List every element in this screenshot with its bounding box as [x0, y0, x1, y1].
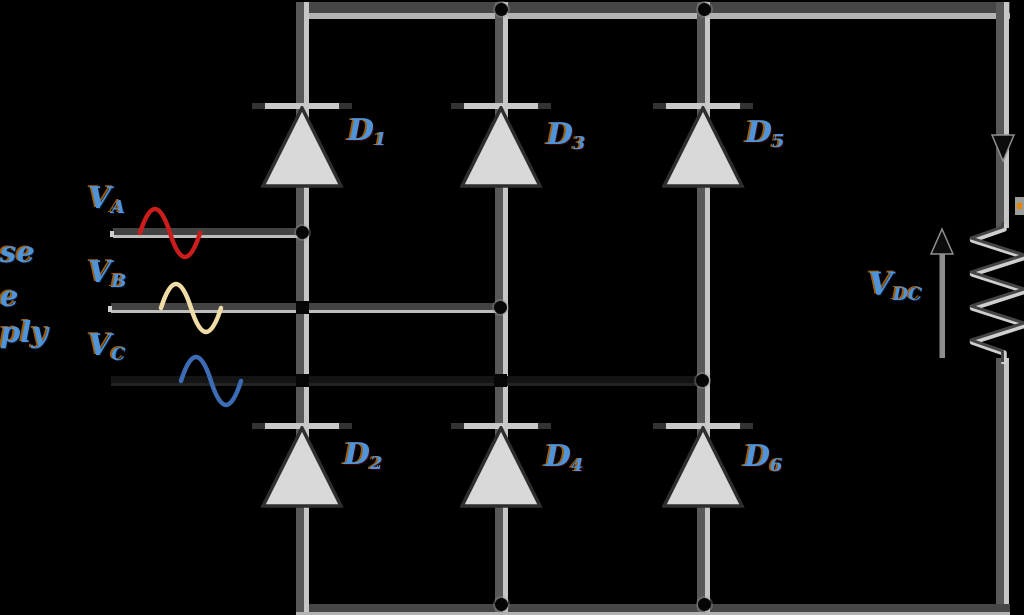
- diode-d3-symbol: [460, 106, 543, 188]
- diode-d5-label: D5: [746, 115, 785, 153]
- junction-dot-top-branch-2: [495, 3, 508, 16]
- bottom-bus-wire: [296, 604, 1010, 615]
- diode-d1-symbol: [261, 106, 344, 188]
- phase-a-sine-icon: [137, 207, 203, 259]
- supply-text-line-2: e: [0, 279, 19, 313]
- clipped-label-orange-mark: [1017, 203, 1022, 209]
- junction-dot-bottom-branch-3: [698, 598, 711, 611]
- phase-c-wire: [111, 376, 699, 386]
- load-wire-bottom: [996, 358, 1009, 604]
- phase-c-sine-icon: [178, 355, 244, 407]
- vdc-arrow-up-icon: [929, 227, 955, 358]
- current-arrow-down-icon: [990, 134, 1016, 163]
- phase-a-wire: [113, 228, 298, 238]
- clipped-resistor-label: [1015, 197, 1024, 215]
- phase-b-wire-cap: [108, 306, 112, 312]
- diode-d6-symbol: [662, 426, 745, 508]
- diode-d6-label: D6: [744, 439, 783, 477]
- phase-b-branch-1-crossing: [296, 301, 309, 314]
- supply-text-line-3: ply: [0, 315, 49, 349]
- diode-d4-label: D4: [545, 439, 584, 477]
- top-bus-wire: [296, 2, 1010, 19]
- phase-c-branch-1-crossing: [296, 374, 309, 387]
- vdc-label: VDC: [868, 265, 923, 305]
- junction-dot-phase-b: [494, 301, 507, 314]
- phase-a-wire-cap: [110, 231, 114, 237]
- junction-dot-phase-c: [696, 374, 709, 387]
- load-wire-top: [996, 2, 1009, 228]
- supply-text-line-1: se: [0, 235, 35, 269]
- diode-d4-symbol: [460, 426, 543, 508]
- diode-d1-label: D1: [348, 113, 387, 151]
- diode-d5-symbol: [662, 106, 745, 188]
- junction-dot-phase-a: [296, 226, 309, 239]
- diode-d2-label: D2: [344, 437, 383, 475]
- phase-a-label: VA: [88, 181, 126, 219]
- phase-b-sine-icon: [158, 282, 224, 334]
- junction-dot-bottom-branch-2: [495, 598, 508, 611]
- load-resistor: [969, 222, 1024, 364]
- phase-c-branch-2-crossing: [494, 374, 507, 387]
- branch-3-wire: [697, 2, 710, 612]
- junction-dot-top-branch-3: [698, 3, 711, 16]
- diode-d2-symbol: [261, 426, 344, 508]
- diode-d3-label: D3: [547, 117, 586, 155]
- phase-c-label: VC: [88, 328, 126, 366]
- phase-b-label: VB: [88, 255, 127, 293]
